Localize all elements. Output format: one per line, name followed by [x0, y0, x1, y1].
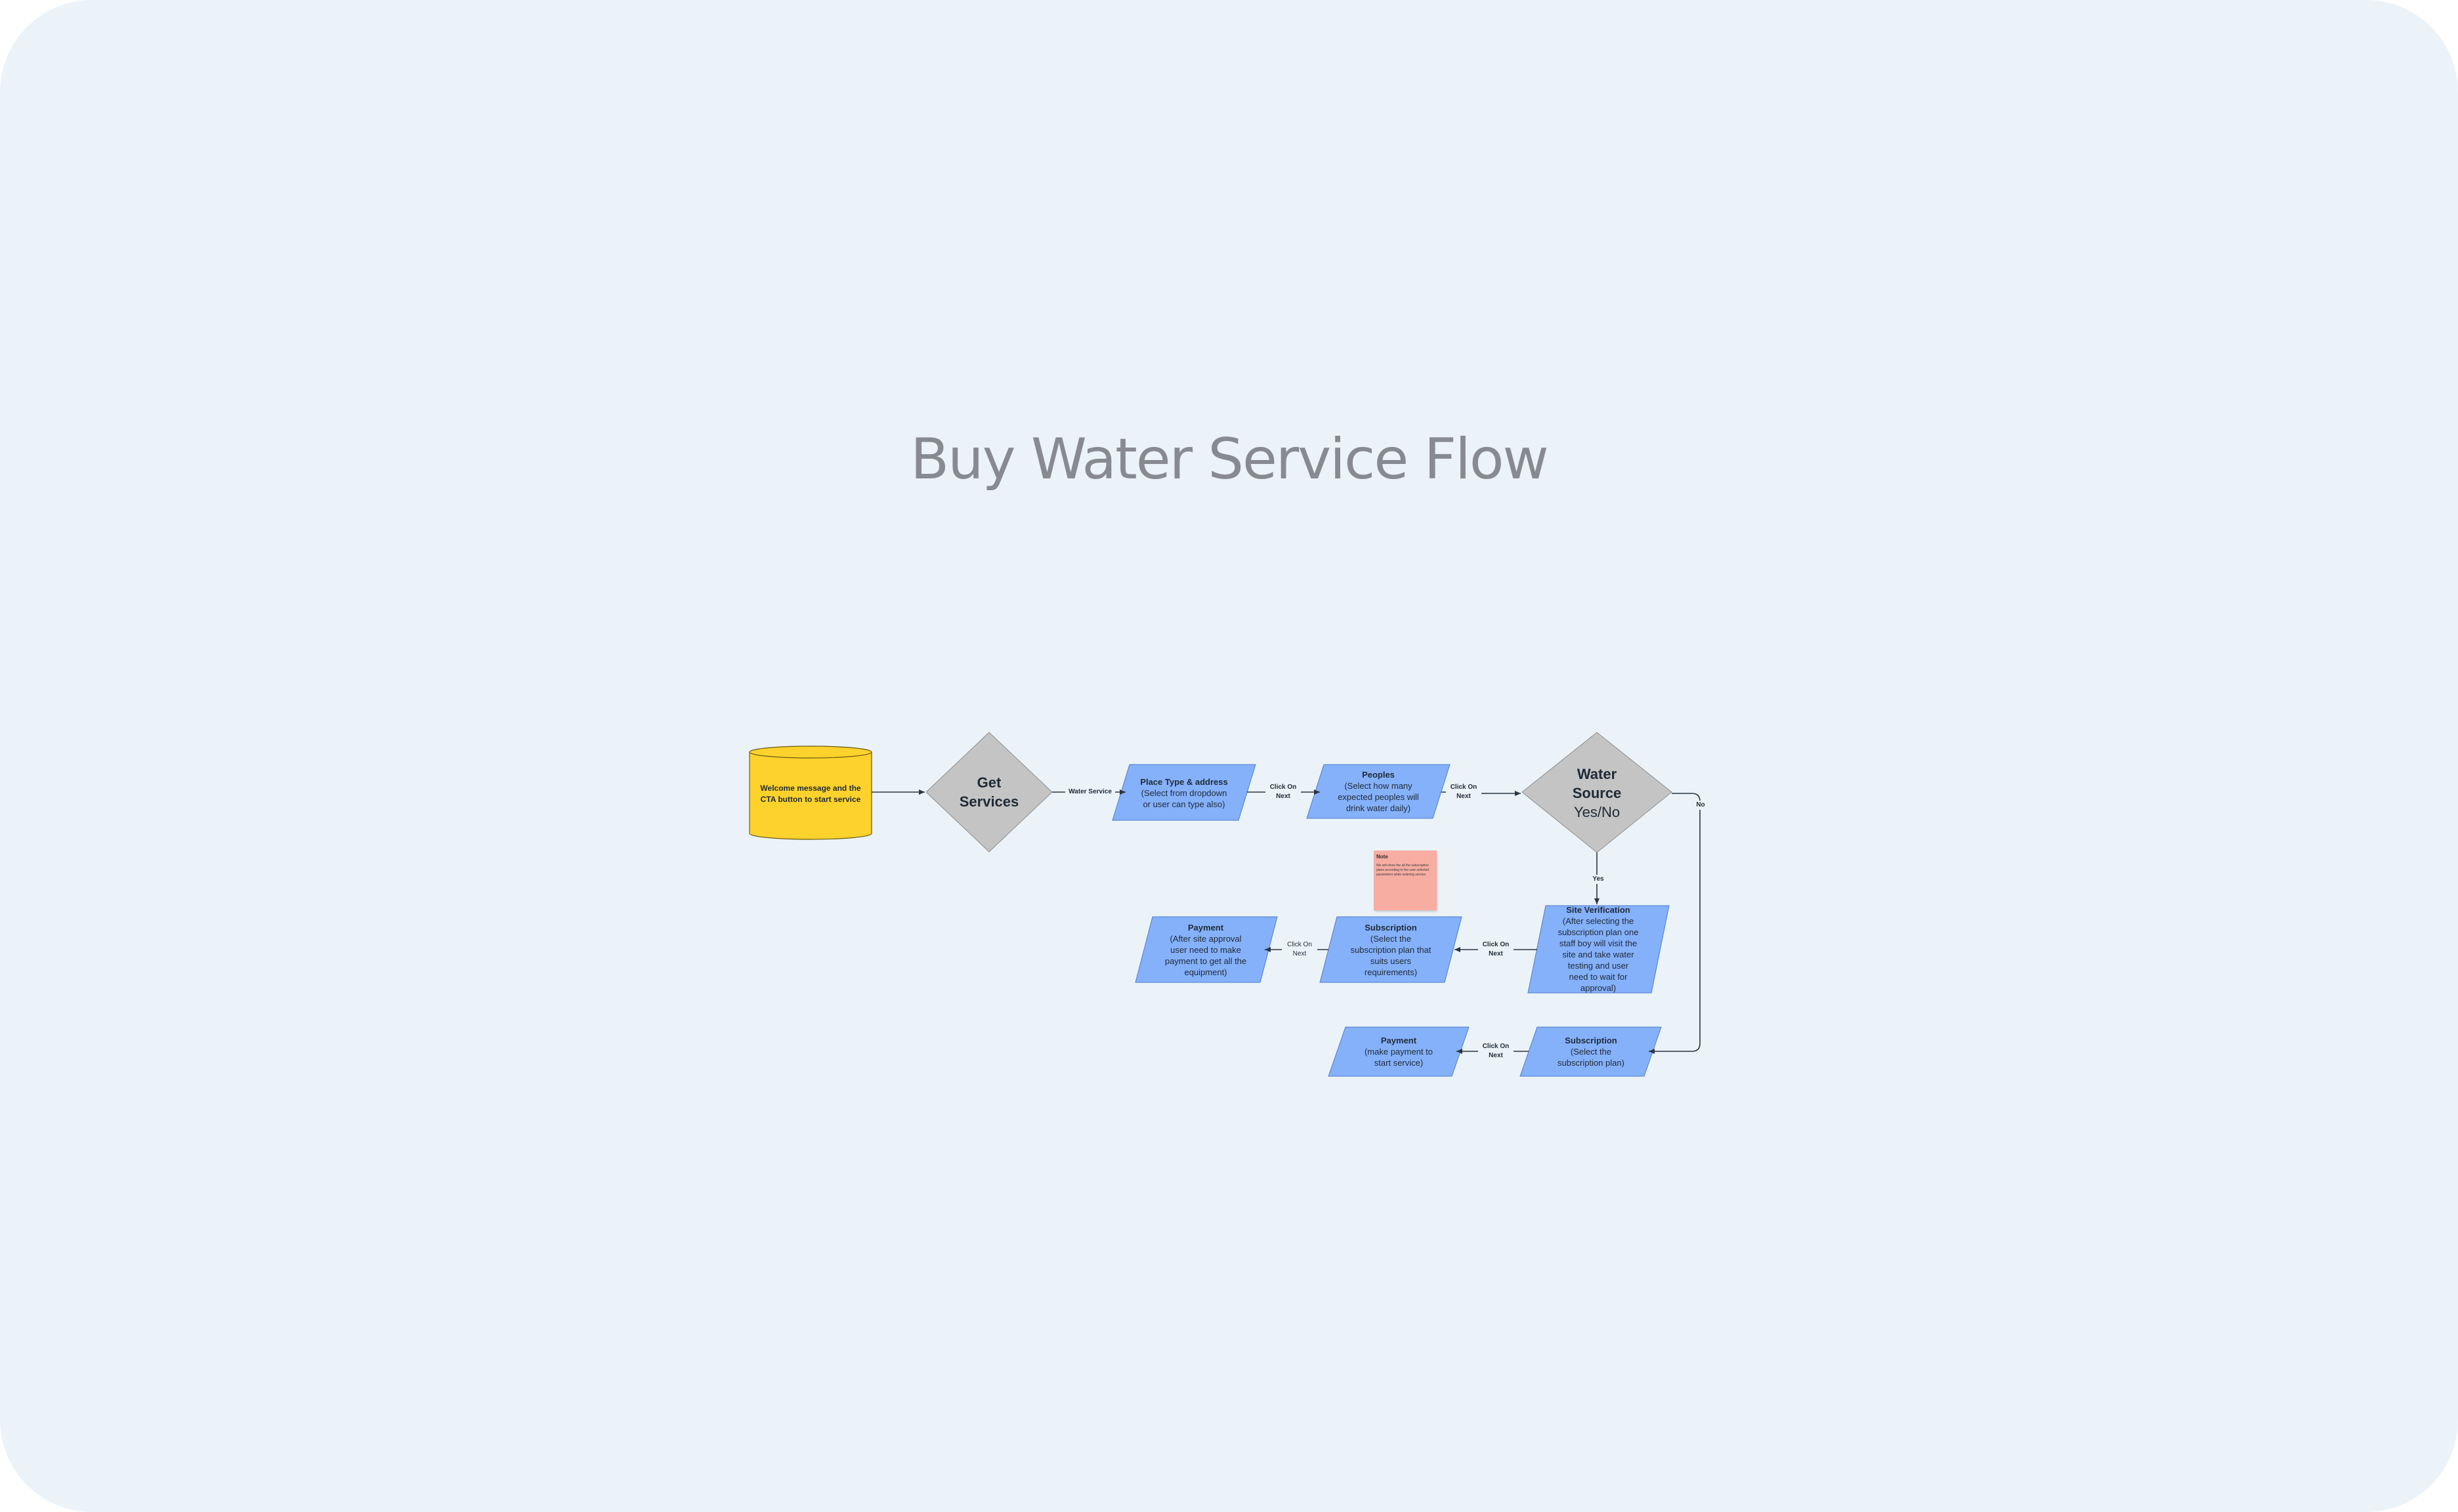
edge-label-no: No	[1692, 801, 1709, 810]
water-source-line2: Source	[1572, 784, 1622, 801]
get-services-diamond	[925, 732, 1053, 852]
start-node-label: Welcome message and the CTA button to st…	[755, 774, 866, 814]
edge-label-click-next-3: Click On Next	[1478, 940, 1514, 959]
note-title: Note	[1376, 854, 1388, 860]
edge-label-water-service: Water Service	[1065, 788, 1115, 797]
place-type-shape	[1112, 764, 1256, 821]
edge-label-click-next-1: Click On Next	[1265, 783, 1301, 801]
peoples-body: (Select how many expected peoples will d…	[1338, 781, 1419, 813]
place-type-label: Place Type & address (Select from dropdo…	[1140, 768, 1228, 818]
site-verification-body: (After selecting the subscription plan o…	[1557, 916, 1639, 993]
page-title: Buy Water Service Flow	[910, 427, 1549, 492]
payment-yes-body: (After site approval user need to make p…	[1164, 933, 1247, 977]
note-body: We will show the all the subscription pl…	[1376, 864, 1430, 877]
edge-label-click-next-4: Click On Next	[1282, 940, 1317, 959]
edge-label-yes: Yes	[1588, 875, 1608, 884]
subscription-yes-label: Subscription (Select the subscription pl…	[1349, 919, 1433, 980]
site-verification-title: Site Verification	[1566, 905, 1630, 915]
payment-yes-title: Payment	[1187, 922, 1224, 933]
subscription-yes-body: (Select the subscription plan that suits…	[1350, 933, 1431, 977]
payment-yes-label: Payment (After site approval user need t…	[1164, 919, 1248, 980]
subscription-no-label: Subscription (Select the subscription pl…	[1550, 1029, 1632, 1074]
subscription-no-title: Subscription	[1565, 1035, 1617, 1045]
edge-label-click-next-5: Click On Next	[1478, 1042, 1514, 1060]
site-verification-shape	[1527, 905, 1670, 994]
sticky-note: Note We will show the all the subscripti…	[1374, 850, 1437, 910]
start-node-text: Welcome message and the CTA button to st…	[760, 784, 861, 804]
payment-no-label: Payment (make payment to start service)	[1357, 1029, 1440, 1074]
payment-no-shape	[1328, 1026, 1470, 1077]
water-source-label: Water Source Yes/No	[1551, 763, 1643, 822]
subscription-no-shape	[1519, 1026, 1662, 1077]
edge-water-source-no	[1649, 793, 1701, 1054]
place-type-title: Place Type & address	[1140, 776, 1228, 787]
peoples-title: Peoples	[1362, 770, 1395, 780]
payment-yes-shape	[1135, 916, 1278, 983]
get-services-line1: Get	[977, 774, 1002, 791]
peoples-shape	[1306, 764, 1451, 819]
get-services-label: Get Services	[943, 768, 1035, 816]
place-type-body: (Select from dropdown or user can type a…	[1141, 788, 1227, 809]
start-cylinder	[749, 746, 872, 840]
edge-label-click-next-2: Click On Next	[1446, 783, 1481, 801]
payment-no-title: Payment	[1380, 1035, 1417, 1045]
subscription-yes-title: Subscription	[1365, 922, 1417, 933]
peoples-label: Peoples (Select how many expected people…	[1336, 767, 1421, 816]
water-source-line1: Water	[1577, 765, 1617, 782]
subscription-yes-shape	[1319, 916, 1462, 983]
site-verification-label: Site Verification (After selecting the s…	[1557, 905, 1639, 993]
payment-no-body: (make payment to start service)	[1364, 1046, 1433, 1068]
subscription-no-body: (Select the subscription plan)	[1557, 1046, 1624, 1068]
water-source-line3: Yes/No	[1573, 803, 1621, 820]
get-services-line2: Services	[959, 793, 1019, 810]
